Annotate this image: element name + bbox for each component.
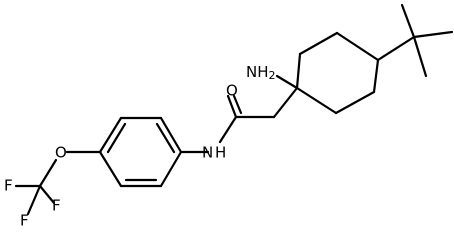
aryl-bond-3-inner [106, 122, 127, 154]
amide-nitrogen-label: N [202, 144, 213, 162]
amino-label: NH2 [246, 63, 276, 83]
ring-bond-5 [334, 90, 376, 115]
fluorine-bottom-label: F [20, 212, 29, 230]
bond-c-nh2 [275, 74, 299, 90]
bond-tbu-c3 [412, 30, 454, 39]
bond-tbu-c1 [376, 35, 416, 62]
bond-c-f3 [26, 184, 42, 216]
ring-bond-2 [298, 31, 339, 56]
bond-carbonyl-n [218, 115, 238, 144]
aryl-bond-3 [98, 116, 123, 154]
fluorine-right-label: F [52, 197, 61, 215]
cyclohexane-ring [295, 31, 380, 115]
aryl-bond-1 [159, 116, 183, 154]
aryl-bond-6 [159, 150, 183, 188]
bond-o-cf3 [38, 158, 58, 188]
tert-butyl-group [376, 3, 454, 78]
aryl-bond-1-inner [155, 122, 176, 154]
atom-labels: NH2 O N H O F F F [4, 63, 276, 230]
ether-oxygen-label: O [55, 144, 67, 162]
bond-carbonyl-o-1 [226, 94, 238, 119]
ring-bond-6 [372, 58, 380, 94]
aryl-bond-4 [98, 150, 123, 188]
molecule-canvas: NH2 O N H O F F F [4, 3, 454, 230]
bond-ring-ch2 [272, 86, 299, 119]
bond-tbu-c2 [400, 3, 416, 39]
bond-tbu-c4 [412, 35, 428, 78]
phenyl-ring [98, 116, 183, 188]
bond-carbonyl-o-2 [232, 94, 243, 115]
ring-bond-1 [335, 31, 380, 62]
ring-bond-3 [295, 52, 302, 90]
acetamide-chain [179, 86, 299, 154]
amide-hydrogen-label: H [215, 144, 226, 162]
bond-c-f2 [38, 184, 56, 205]
molecule-structure: NH2 O N H O F F F [4, 3, 454, 230]
carbonyl-oxygen-label: O [226, 82, 238, 100]
trifluoromethoxy-group [14, 150, 102, 216]
fluorine-left-label: F [4, 177, 13, 195]
ring-bond-4 [295, 86, 338, 115]
